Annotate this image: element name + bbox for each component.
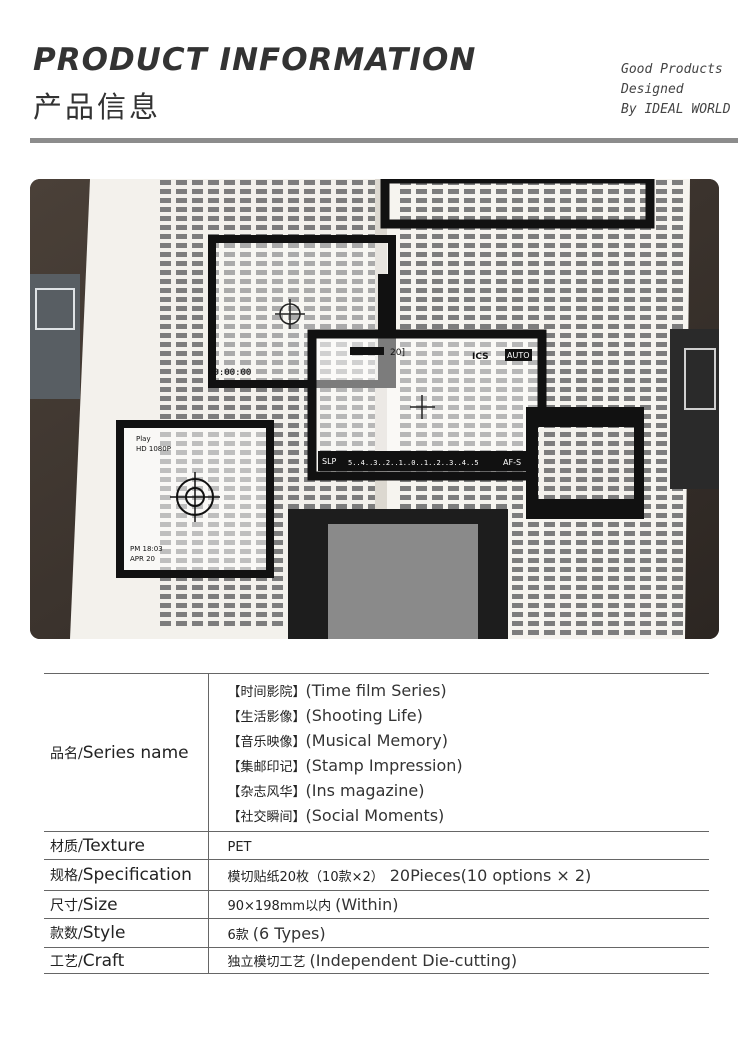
- value-size: 90×198mm以内(Within): [208, 890, 709, 919]
- value-specification-cn: 模切贴纸20枚（10款×2）: [227, 869, 384, 885]
- label-size-cn: 尺寸/: [50, 897, 83, 914]
- row-texture: 材质/Texture PET: [44, 831, 709, 860]
- label-series: 品名/Series name: [44, 673, 209, 832]
- value-craft-cn: 独立模切工艺: [227, 955, 306, 970]
- sticker-camera-screen: 20] ICS AUTO SLP 5..4..3..2..1..0..1..2.…: [307, 329, 547, 481]
- value-size-cn: 90×198mm以内: [227, 899, 332, 914]
- product-photo: 00:00:00 20] ICS AUTO SLP 5..4..3..2..1.…: [30, 179, 719, 639]
- value-series: 【时间影院】(Time film Series) 【生活影像】(Shooting…: [208, 673, 710, 832]
- label-size: 尺寸/Size: [44, 890, 209, 919]
- value-craft-en: (Independent Die-cutting): [309, 951, 518, 970]
- slp-text: SLP: [322, 457, 337, 466]
- label-texture-en: Texture: [82, 835, 145, 856]
- tagline-line-3: By IDEAL WORLD: [621, 102, 731, 117]
- label-craft-cn: 工艺/: [50, 953, 83, 970]
- series-item-cn: 【生活影像】: [227, 709, 306, 725]
- label-specification: 规格/Specification: [44, 859, 209, 891]
- label-size-en: Size: [82, 894, 118, 915]
- value-style: 6款(6 Types): [208, 918, 709, 948]
- label-specification-cn: 规格/: [50, 868, 83, 884]
- value-style-en: (6 Types): [252, 923, 326, 943]
- value-texture-cn: PET: [227, 840, 252, 855]
- series-item-en: (Time film Series): [305, 680, 447, 700]
- row-style: 款数/Style 6款(6 Types): [44, 918, 709, 948]
- play-text: Play: [136, 435, 151, 443]
- header: PRODUCT INFORMATION 产品信息 Good Products D…: [0, 0, 750, 150]
- tagline: Good Products Designed By IDEAL WORLD: [621, 60, 731, 120]
- row-specification: 规格/Specification 模切贴纸20枚（10款×2） 20Pieces(…: [44, 859, 709, 891]
- hd-text: HD 1080P: [136, 445, 171, 453]
- label-style-en: Style: [82, 923, 126, 943]
- label-texture-cn: 材质/: [50, 838, 83, 855]
- side-card-right-frame: [684, 348, 716, 410]
- date-text: APR 20: [130, 555, 155, 563]
- row-size: 尺寸/Size 90×198mm以内(Within): [44, 890, 709, 919]
- series-item: 【生活影像】(Shooting Life): [228, 703, 710, 728]
- row-series: 品名/Series name 【时间影院】(Time film Series) …: [44, 673, 710, 832]
- sticker-phone-frame: [288, 509, 508, 639]
- exposure-scale-text: 5..4..3..2..1..0..1..2..3..4..5: [348, 459, 479, 467]
- tagline-line-1: Good Products: [621, 62, 723, 77]
- header-divider: [30, 138, 738, 143]
- series-item: 【杂志风华】(Ins magazine): [228, 778, 710, 803]
- label-specification-en: Specification: [82, 865, 192, 885]
- series-item-cn: 【杂志风华】: [227, 784, 306, 800]
- label-series-cn: 品名/: [50, 745, 83, 762]
- series-item-en: (Social Moments): [305, 805, 445, 825]
- page-title-cn: 产品信息: [33, 90, 162, 124]
- product-photo-illustration: 00:00:00 20] ICS AUTO SLP 5..4..3..2..1.…: [30, 179, 719, 639]
- series-item: 【社交瞬间】(Social Moments): [228, 803, 710, 828]
- series-item-cn: 【社交瞬间】: [227, 809, 306, 825]
- series-item-cn: 【时间影院】: [227, 684, 306, 700]
- value-specification: 模切贴纸20枚（10款×2） 20Pieces(10 options × 2): [208, 859, 709, 891]
- series-item-en: (Ins magazine): [305, 780, 425, 800]
- side-card-left: [30, 274, 80, 399]
- value-specification-en: 20Pieces(10 options × 2): [389, 865, 592, 885]
- series-item: 【时间影院】(Time film Series): [228, 678, 710, 703]
- frame-count-text: 20]: [390, 348, 405, 358]
- timecode-text: 00:00:00: [208, 368, 251, 378]
- label-style: 款数/Style: [44, 918, 209, 948]
- series-item: 【音乐映像】(Musical Memory): [228, 728, 710, 753]
- ics-text: ICS: [472, 352, 489, 362]
- label-craft-en: Craft: [82, 950, 125, 971]
- series-item-cn: 【集邮印记】: [227, 759, 306, 775]
- spec-table: 品名/Series name 【时间影院】(Time film Series) …: [44, 673, 709, 974]
- pm-time-text: PM 18:03: [130, 545, 163, 553]
- series-item: 【集邮印记】(Stamp Impression): [228, 753, 710, 778]
- series-item-en: (Shooting Life): [305, 705, 423, 725]
- series-item-en: (Stamp Impression): [305, 755, 463, 775]
- series-item-cn: 【音乐映像】: [227, 734, 306, 750]
- sticker-play-frame: Play HD 1080P PM 18:03 APR 20: [116, 420, 274, 578]
- afs-text: AF-S: [503, 458, 521, 467]
- row-craft: 工艺/Craft 独立模切工艺(Independent Die-cutting): [44, 947, 709, 974]
- auto-badge-text: AUTO: [507, 351, 530, 360]
- side-card-frame: [35, 288, 75, 330]
- sticker-film-strip: [526, 407, 644, 519]
- label-series-en: Series name: [82, 742, 189, 763]
- label-craft: 工艺/Craft: [44, 947, 209, 974]
- label-style-cn: 款数/: [50, 926, 83, 942]
- sticker-viewfinder-large: 00:00:00: [208, 235, 396, 388]
- value-texture: PET: [208, 831, 709, 860]
- value-style-cn: 6款: [227, 927, 249, 943]
- tagline-line-2: Designed: [621, 82, 684, 97]
- value-size-en: (Within): [335, 895, 399, 914]
- page-title-en: PRODUCT INFORMATION: [33, 42, 477, 78]
- value-craft: 独立模切工艺(Independent Die-cutting): [208, 947, 709, 974]
- label-texture: 材质/Texture: [44, 831, 209, 860]
- series-item-en: (Musical Memory): [305, 730, 448, 750]
- sticker-frame-top-right: [380, 179, 655, 229]
